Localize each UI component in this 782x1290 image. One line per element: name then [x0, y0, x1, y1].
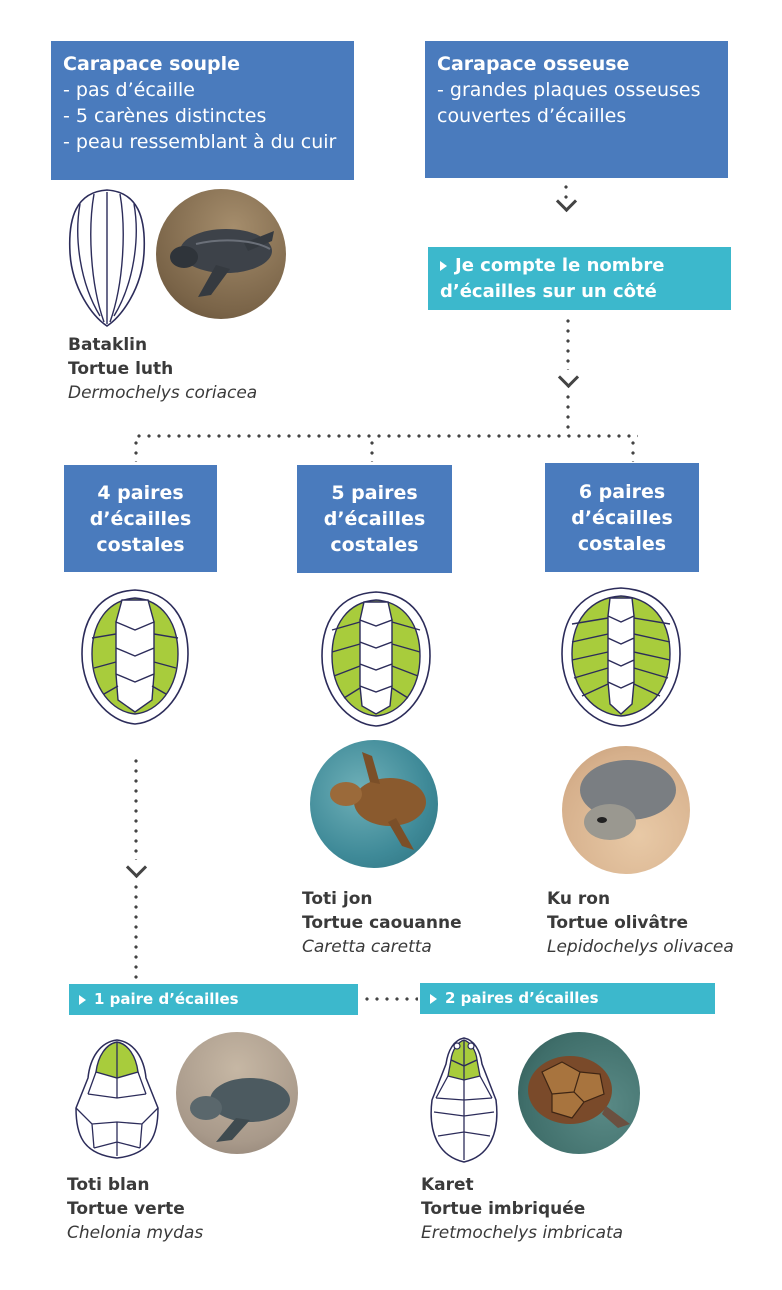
costal-6-box: 6 paires d’écailles costales — [545, 463, 699, 572]
hawksbill-head-icon — [430, 1037, 498, 1163]
soft-shell-box: Carapace souple - pas d’écaille - 5 carè… — [51, 41, 354, 180]
bony-shell-line: - grandes plaques osseuses — [437, 79, 701, 101]
costal-5-line: 5 paires — [331, 482, 418, 504]
hawksbill-photo — [518, 1032, 640, 1154]
green-turtle-label: Toti blan Tortue verte Chelonia mydas — [67, 1173, 203, 1245]
costal-4-box: 4 paires d’écailles costales — [64, 465, 217, 572]
connector-dots — [134, 434, 638, 438]
count-step-box: Je compte le nombre d’écailles sur un cô… — [428, 247, 731, 310]
species-french-name: Tortue verte — [67, 1199, 185, 1219]
costal-5-box: 5 paires d’écailles costales — [297, 465, 452, 573]
species-french-name: Tortue luth — [68, 359, 174, 379]
prefrontal-1-label: 1 paire d’écailles préfrontales — [79, 990, 239, 1039]
soft-shell-line: - 5 carènes distinctes — [63, 105, 267, 127]
shell-5-costal-icon — [321, 591, 431, 727]
chevron-down-icon — [557, 366, 580, 389]
loggerhead-photo — [310, 740, 438, 868]
olive-ridley-photo — [562, 746, 690, 874]
species-french-name: Tortue olivâtre — [547, 913, 689, 933]
species-french-name: Tortue caouanne — [302, 913, 462, 933]
species-local-name: Toti blan — [67, 1175, 150, 1195]
count-step-line2: d’écailles sur un côté — [440, 281, 657, 302]
bony-shell-title: Carapace osseuse — [437, 53, 630, 75]
prefrontal-2-label: 2 paires d’écailles préfrontales — [430, 989, 599, 1038]
costal-4-line: costales — [96, 533, 185, 556]
species-latin-name: Dermochelys coriacea — [68, 383, 258, 403]
leatherback-photo — [156, 189, 286, 319]
shell-4-costal-icon — [81, 589, 189, 725]
costal-6-line: 6 paires — [578, 480, 666, 503]
chevron-down-icon — [555, 190, 578, 213]
costal-4-line: d’écailles — [89, 507, 192, 530]
costal-4-line: 4 paires — [97, 481, 184, 504]
connector-dots — [564, 182, 568, 200]
prefrontal-1-box: 1 paire d’écailles préfrontales — [69, 984, 358, 1039]
leatherback-label: Bataklin Tortue luth Dermochelys coriace… — [68, 333, 257, 405]
loggerhead-label: Toti jon Tortue caouanne Caretta caretta — [302, 887, 462, 959]
bony-shell-line: couvertes d’écailles — [437, 105, 627, 127]
soft-shell-line: - peau ressemblant à du cuir — [63, 131, 337, 153]
connector-dots — [134, 756, 138, 860]
play-arrow-icon — [440, 261, 447, 271]
connector-dots — [370, 438, 374, 462]
species-latin-name: Lepidochelys olivacea — [547, 937, 734, 957]
species-french-name: Tortue imbriquée — [421, 1199, 586, 1219]
hawksbill-label: Karet Tortue imbriquée Eretmochelys imbr… — [421, 1173, 623, 1245]
leatherback-shell-icon — [68, 189, 146, 327]
species-latin-name: Caretta caretta — [302, 937, 432, 957]
count-step-line1: Je compte le nombre — [455, 255, 665, 276]
species-local-name: Toti jon — [302, 889, 373, 909]
olive-ridley-label: Ku ron Tortue olivâtre Lepidochelys oliv… — [547, 887, 734, 959]
species-local-name: Bataklin — [68, 335, 148, 355]
shell-6-costal-icon — [561, 587, 681, 727]
play-arrow-icon — [430, 993, 437, 1004]
connector-dots — [134, 438, 138, 462]
soft-shell-title: Carapace souple — [63, 53, 241, 75]
species-local-name: Karet — [421, 1175, 474, 1195]
connector-dots — [566, 392, 570, 436]
costal-6-line: d’écailles — [571, 506, 673, 529]
connector-dots — [134, 882, 138, 986]
play-arrow-icon — [79, 994, 86, 1005]
connector-dots — [566, 316, 570, 370]
species-local-name: Ku ron — [547, 889, 611, 909]
soft-shell-line: - pas d’écaille — [63, 79, 195, 101]
green-turtle-photo — [176, 1032, 298, 1154]
bony-shell-box: Carapace osseuse - grandes plaques osseu… — [425, 41, 728, 178]
connector-dots — [631, 438, 635, 462]
costal-5-line: d’écailles — [323, 508, 426, 530]
species-latin-name: Chelonia mydas — [67, 1223, 204, 1243]
chevron-down-icon — [125, 856, 148, 879]
green-turtle-head-icon — [75, 1039, 159, 1159]
prefrontal-2-box: 2 paires d’écailles préfrontales — [420, 983, 715, 1038]
connector-dots — [362, 997, 418, 1001]
species-latin-name: Eretmochelys imbricata — [421, 1223, 624, 1243]
costal-5-line: costales — [330, 534, 419, 556]
costal-6-line: costales — [577, 532, 667, 555]
